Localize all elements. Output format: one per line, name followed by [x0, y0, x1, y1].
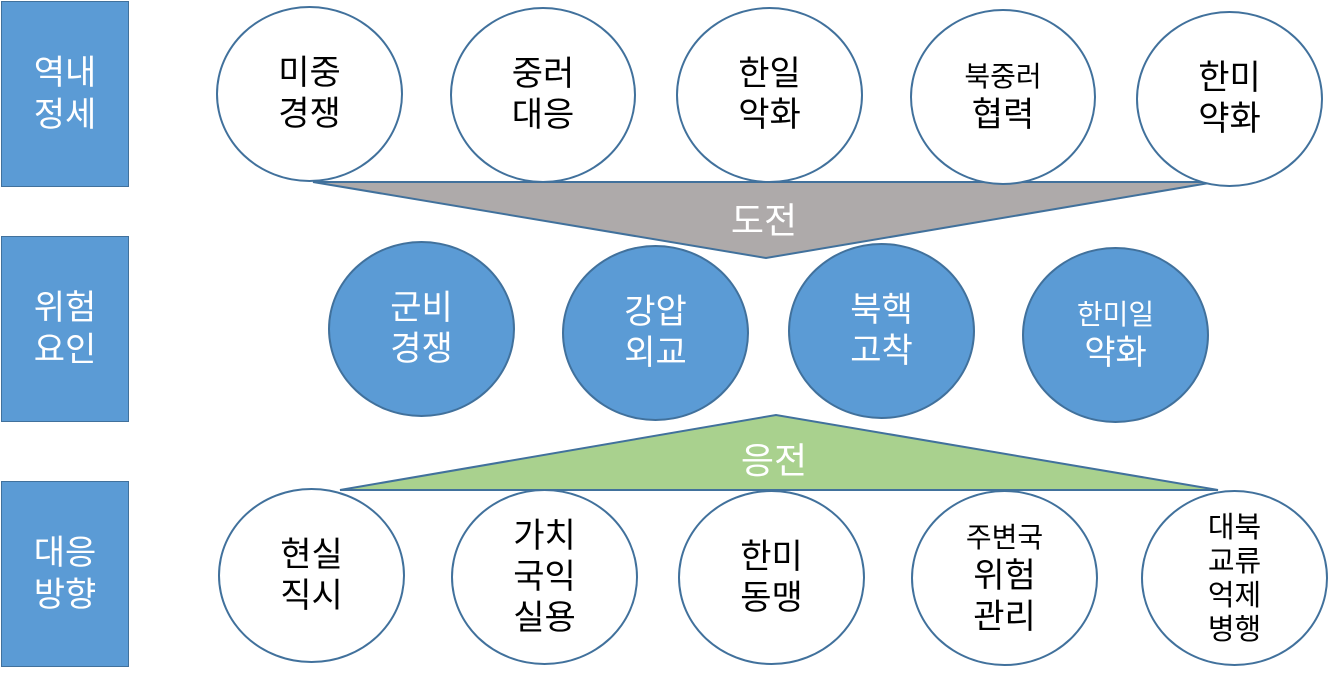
situation-circle-nk-china-russia: 북중러 협력: [910, 9, 1096, 185]
risk-circle-trilateral: 한미일 약화: [1022, 247, 1209, 423]
response-label: 응전: [740, 441, 808, 482]
risk-circle-coercive-diplomacy: 강압 외교: [562, 245, 749, 421]
response-circle-nk-exchange: 대북 교류 억제 병행: [1141, 490, 1328, 666]
response-circle-alliance: 한미 동맹: [678, 490, 865, 665]
situation-circle-korea-us: 한미 약화: [1136, 11, 1323, 187]
side-label-response-direction: 대응 방향: [1, 481, 129, 667]
situation-circle-china-russia: 중러 대응: [450, 7, 636, 183]
risk-circle-arms-race: 군비 경쟁: [328, 241, 515, 417]
response-circle-face-reality: 현실 직시: [218, 488, 405, 663]
risk-circle-nk-nuclear: 북핵 고착: [788, 243, 975, 419]
side-label-regional-situation: 역내 정세: [1, 1, 129, 187]
response-circle-values-pragmatism: 가치 국익 실용: [451, 489, 638, 665]
challenge-label: 도전: [730, 201, 798, 242]
response-circle-risk-management: 주변국 위험 관리: [911, 490, 1098, 666]
situation-circle-us-china: 미중 경쟁: [216, 6, 403, 182]
side-label-risk-factors: 위험 요인: [1, 236, 129, 422]
situation-circle-korea-japan: 한일 악화: [676, 7, 863, 183]
